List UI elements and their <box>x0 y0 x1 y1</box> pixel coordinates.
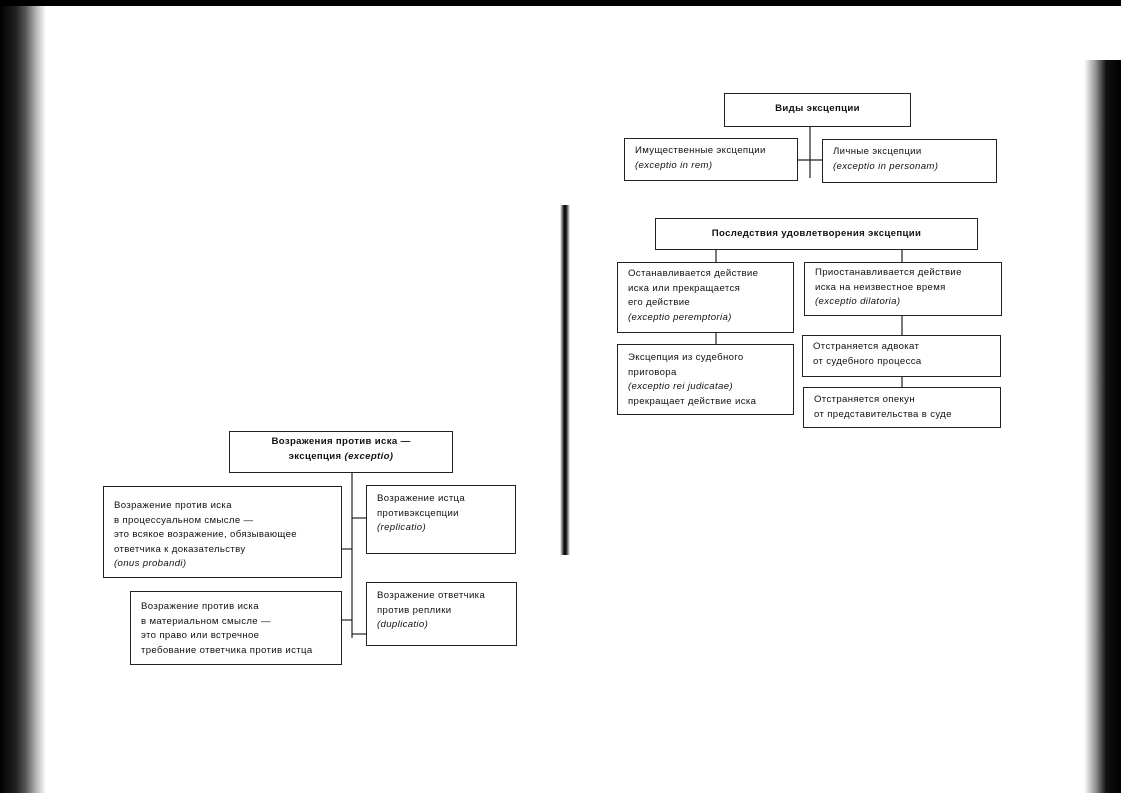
res-judicata-line-1: Эксцепция из судебного <box>628 352 744 363</box>
exception-root-box: Возражения против иска — эксцепция (exce… <box>229 431 453 473</box>
exception-root-latin: (exceptio) <box>344 450 394 462</box>
peremptoria-line-1: Останавливается действие <box>628 268 759 279</box>
dilatoria-line-2: иска на неизвестное время <box>815 281 946 293</box>
lawyer-removed-box: Отстраняется адвокат от судебного процес… <box>802 335 1001 377</box>
property-exceptions-latin: (exceptio in rem) <box>635 159 713 171</box>
material-line-3: это право или встречное <box>141 630 260 642</box>
replicatio-line-1: Возражение истца <box>377 493 466 504</box>
peremptoria-box: Останавливается действие иска или прекра… <box>617 262 794 333</box>
procedural-line-1: Возражение против иска <box>114 500 232 511</box>
res-judicata-box: Эксцепция из судебного приговора (except… <box>617 344 794 415</box>
personal-exceptions-latin: (exceptio in personam) <box>833 160 939 172</box>
property-exceptions-box: Имущественные эксцепции (exceptio in rem… <box>624 138 798 181</box>
material-line-2: в материальном смысле — <box>141 615 271 627</box>
page-edge-left <box>0 0 46 793</box>
replicatio-latin: (replicatio) <box>377 522 426 534</box>
procedural-line-2: в процессуальном смысле — <box>114 514 254 526</box>
exception-root-text: эксцепция <box>288 450 342 462</box>
guardian-removed-box: Отстраняется опекун от представительства… <box>803 387 1001 428</box>
res-judicata-latin: (exceptio rei judicatae) <box>628 381 733 393</box>
exception-root-line2: эксцепция (exceptio) <box>240 450 442 465</box>
dilatoria-box: Приостанавливается действие иска на неиз… <box>804 262 1002 316</box>
page-edge-top <box>0 0 1121 6</box>
duplicatio-line-1: Возражение ответчика <box>377 590 486 601</box>
guardian-line-2: от представительства в суде <box>814 408 952 420</box>
lawyer-line-2: от судебного процесса <box>813 355 922 367</box>
material-line-4: требование ответчика против истца <box>141 644 313 656</box>
guardian-line-1: Отстраняется опекун <box>814 394 915 405</box>
material-objection-box: Возражение против иска в материальном см… <box>130 591 342 665</box>
personal-exceptions-label: Личные эксцепции <box>833 146 922 157</box>
duplicatio-latin: (duplicatio) <box>377 619 429 631</box>
exception-types-title: Виды эксцепции <box>775 103 860 114</box>
material-line-1: Возражение против иска <box>141 601 259 612</box>
personal-exceptions-box: Личные эксцепции (exceptio in personam) <box>822 139 997 183</box>
dilatoria-latin: (exceptio dilatoria) <box>815 296 901 308</box>
res-judicata-tail: прекращает действие иска <box>628 395 757 407</box>
replicatio-line-2: противэксцепции <box>377 507 459 519</box>
dilatoria-line-1: Приостанавливается действие <box>815 267 962 278</box>
exception-types-title-box: Виды эксцепции <box>724 93 911 127</box>
page-edge-right <box>1084 60 1121 793</box>
peremptoria-latin: (exceptio peremptoria) <box>628 311 732 323</box>
procedural-line-4: ответчика к доказательству <box>114 543 246 555</box>
res-judicata-line-2: приговора <box>628 366 677 378</box>
duplicatio-line-2: против реплики <box>377 604 452 616</box>
procedural-line-3: это всякое возражение, обязывающее <box>114 529 297 541</box>
exception-root-line1: Возражения против иска — <box>271 436 411 447</box>
consequences-title: Последствия удовлетворения эксцепции <box>711 228 922 239</box>
peremptoria-line-3: его действие <box>628 297 691 309</box>
peremptoria-line-2: иска или прекращается <box>628 282 741 294</box>
replicatio-box: Возражение истца противэксцепции (replic… <box>366 485 516 554</box>
procedural-latin: (onus probandi) <box>114 558 187 570</box>
lawyer-line-1: Отстраняется адвокат <box>813 341 920 352</box>
duplicatio-box: Возражение ответчика против реплики (dup… <box>366 582 517 646</box>
property-exceptions-label: Имущественные эксцепции <box>635 145 766 156</box>
procedural-objection-box: Возражение против иска в процессуальном … <box>103 486 342 578</box>
book-gutter <box>560 205 570 555</box>
consequences-title-box: Последствия удовлетворения эксцепции <box>655 218 978 250</box>
